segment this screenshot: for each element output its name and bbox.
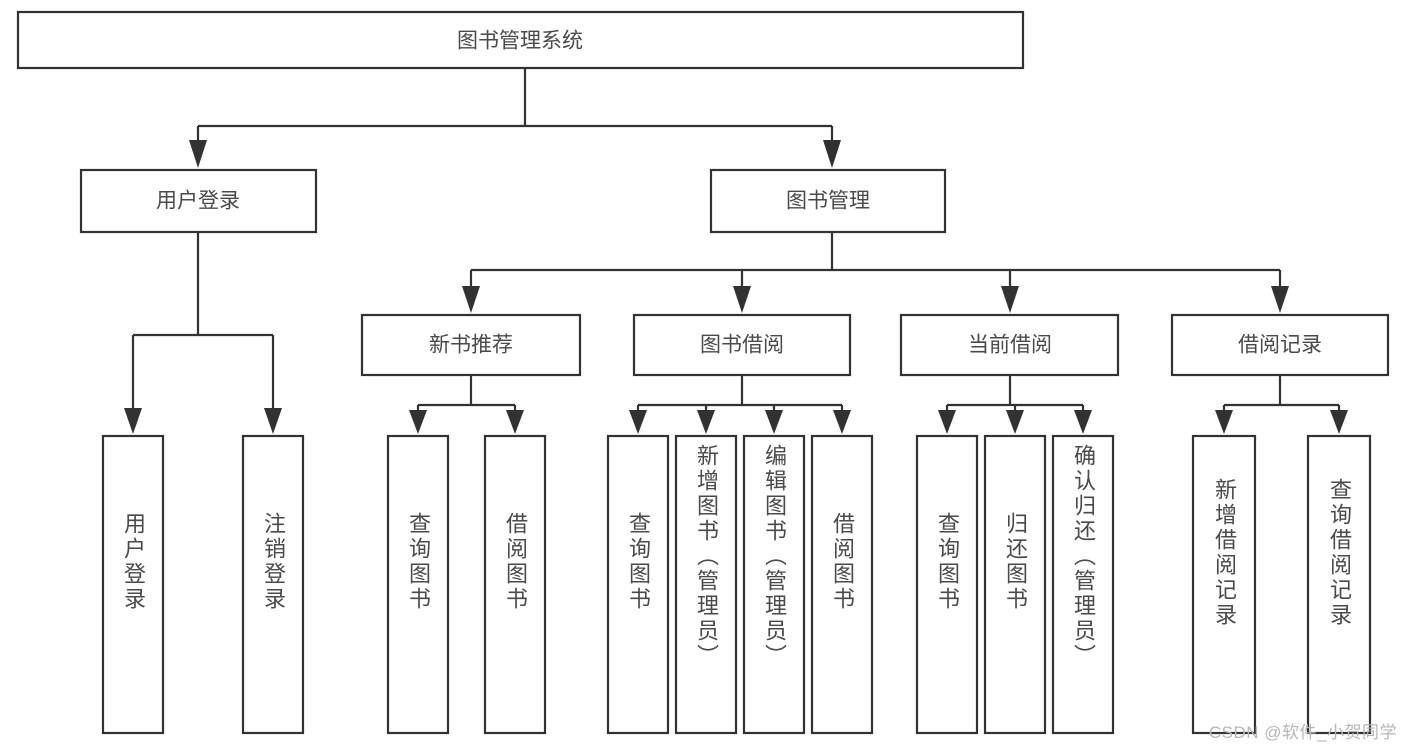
arrow-head-new-book-recommend <box>462 286 480 313</box>
leaf-box-user-login[interactable] <box>101 434 165 735</box>
csdn-watermark: CSDN @软件_小贺同学 <box>1208 723 1397 742</box>
leaf-box-query-borrow-record[interactable] <box>1306 434 1372 735</box>
node-user-login[interactable]: 用户登录 <box>79 168 318 234</box>
node-borrow-record[interactable]: 借阅记录 <box>1170 313 1390 377</box>
arrow-head-leaf-confirm-return-admin <box>1074 410 1092 434</box>
node-root-label: 图书管理系统 <box>457 30 583 53</box>
node-root-box[interactable] <box>16 10 1025 70</box>
node-book-borrow-label: 图书借阅 <box>700 334 784 357</box>
node-book-management-box[interactable] <box>709 168 947 234</box>
node-current-borrow-box[interactable] <box>899 313 1120 377</box>
node-current-borrow[interactable]: 当前借阅 <box>899 313 1120 377</box>
arrow-head-leaf-query-borrow-record <box>1330 410 1348 434</box>
leaf-box-borrow-book-recommend[interactable] <box>483 434 547 735</box>
node-root[interactable]: 图书管理系统 <box>16 10 1025 70</box>
node-book-borrow-box[interactable] <box>632 313 852 377</box>
node-book-management-label: 图书管理 <box>786 190 870 213</box>
arrow-head-user-login <box>189 140 207 168</box>
node-user-login-box[interactable] <box>79 168 318 234</box>
leaf-box-user-logout[interactable] <box>241 434 305 735</box>
arrow-head-leaf-add-borrow-record <box>1215 410 1233 434</box>
arrow-head-leaf-borrow-book <box>833 410 851 434</box>
node-new-book-recommend-box[interactable] <box>360 313 582 377</box>
leaf-box-confirm-return-admin[interactable] <box>1051 434 1115 735</box>
leaf-box-query-book-borrow[interactable] <box>606 434 670 735</box>
arrow-head-leaf-user-logout <box>264 408 282 434</box>
arrow-head-leaf-edit-book-admin <box>765 410 783 434</box>
node-borrow-record-label: 借阅记录 <box>1238 334 1322 357</box>
leaf-box-borrow-book[interactable] <box>810 434 874 735</box>
arrow-head-book-management <box>823 140 841 168</box>
leaf-box-query-book-recommend[interactable] <box>386 434 450 735</box>
arrow-head-leaf-query-book-recommend <box>409 410 427 434</box>
leaf-box-add-book-admin[interactable] <box>674 434 738 735</box>
arrow-head-leaf-query-book-borrow <box>629 410 647 434</box>
arrow-head-leaf-borrow-book-recommend <box>506 410 524 434</box>
node-new-book-recommend-label: 新书推荐 <box>429 334 513 357</box>
node-current-borrow-label: 当前借阅 <box>968 334 1052 357</box>
node-borrow-record-box[interactable] <box>1170 313 1390 377</box>
arrow-head-leaf-return-book <box>1006 410 1024 434</box>
leaf-box-return-book[interactable] <box>983 434 1047 735</box>
node-book-borrow[interactable]: 图书借阅 <box>632 313 852 377</box>
arrow-head-leaf-user-login <box>124 408 142 434</box>
arrow-head-leaf-add-book-admin <box>697 410 715 434</box>
connector-group <box>124 68 1348 434</box>
node-user-login-label: 用户登录 <box>156 190 240 213</box>
leaf-box-edit-book-admin[interactable] <box>742 434 806 735</box>
arrow-head-current-borrow <box>1001 286 1019 313</box>
arrow-head-borrow-record <box>1271 286 1289 313</box>
leaf-box-add-borrow-record[interactable] <box>1191 434 1257 735</box>
node-book-management[interactable]: 图书管理 <box>709 168 947 234</box>
arrow-head-leaf-query-book-current <box>938 410 956 434</box>
arrow-head-book-borrow <box>733 286 751 313</box>
leaf-box-group <box>101 434 1372 735</box>
node-new-book-recommend[interactable]: 新书推荐 <box>360 313 582 377</box>
leaf-box-query-book-current[interactable] <box>915 434 979 735</box>
